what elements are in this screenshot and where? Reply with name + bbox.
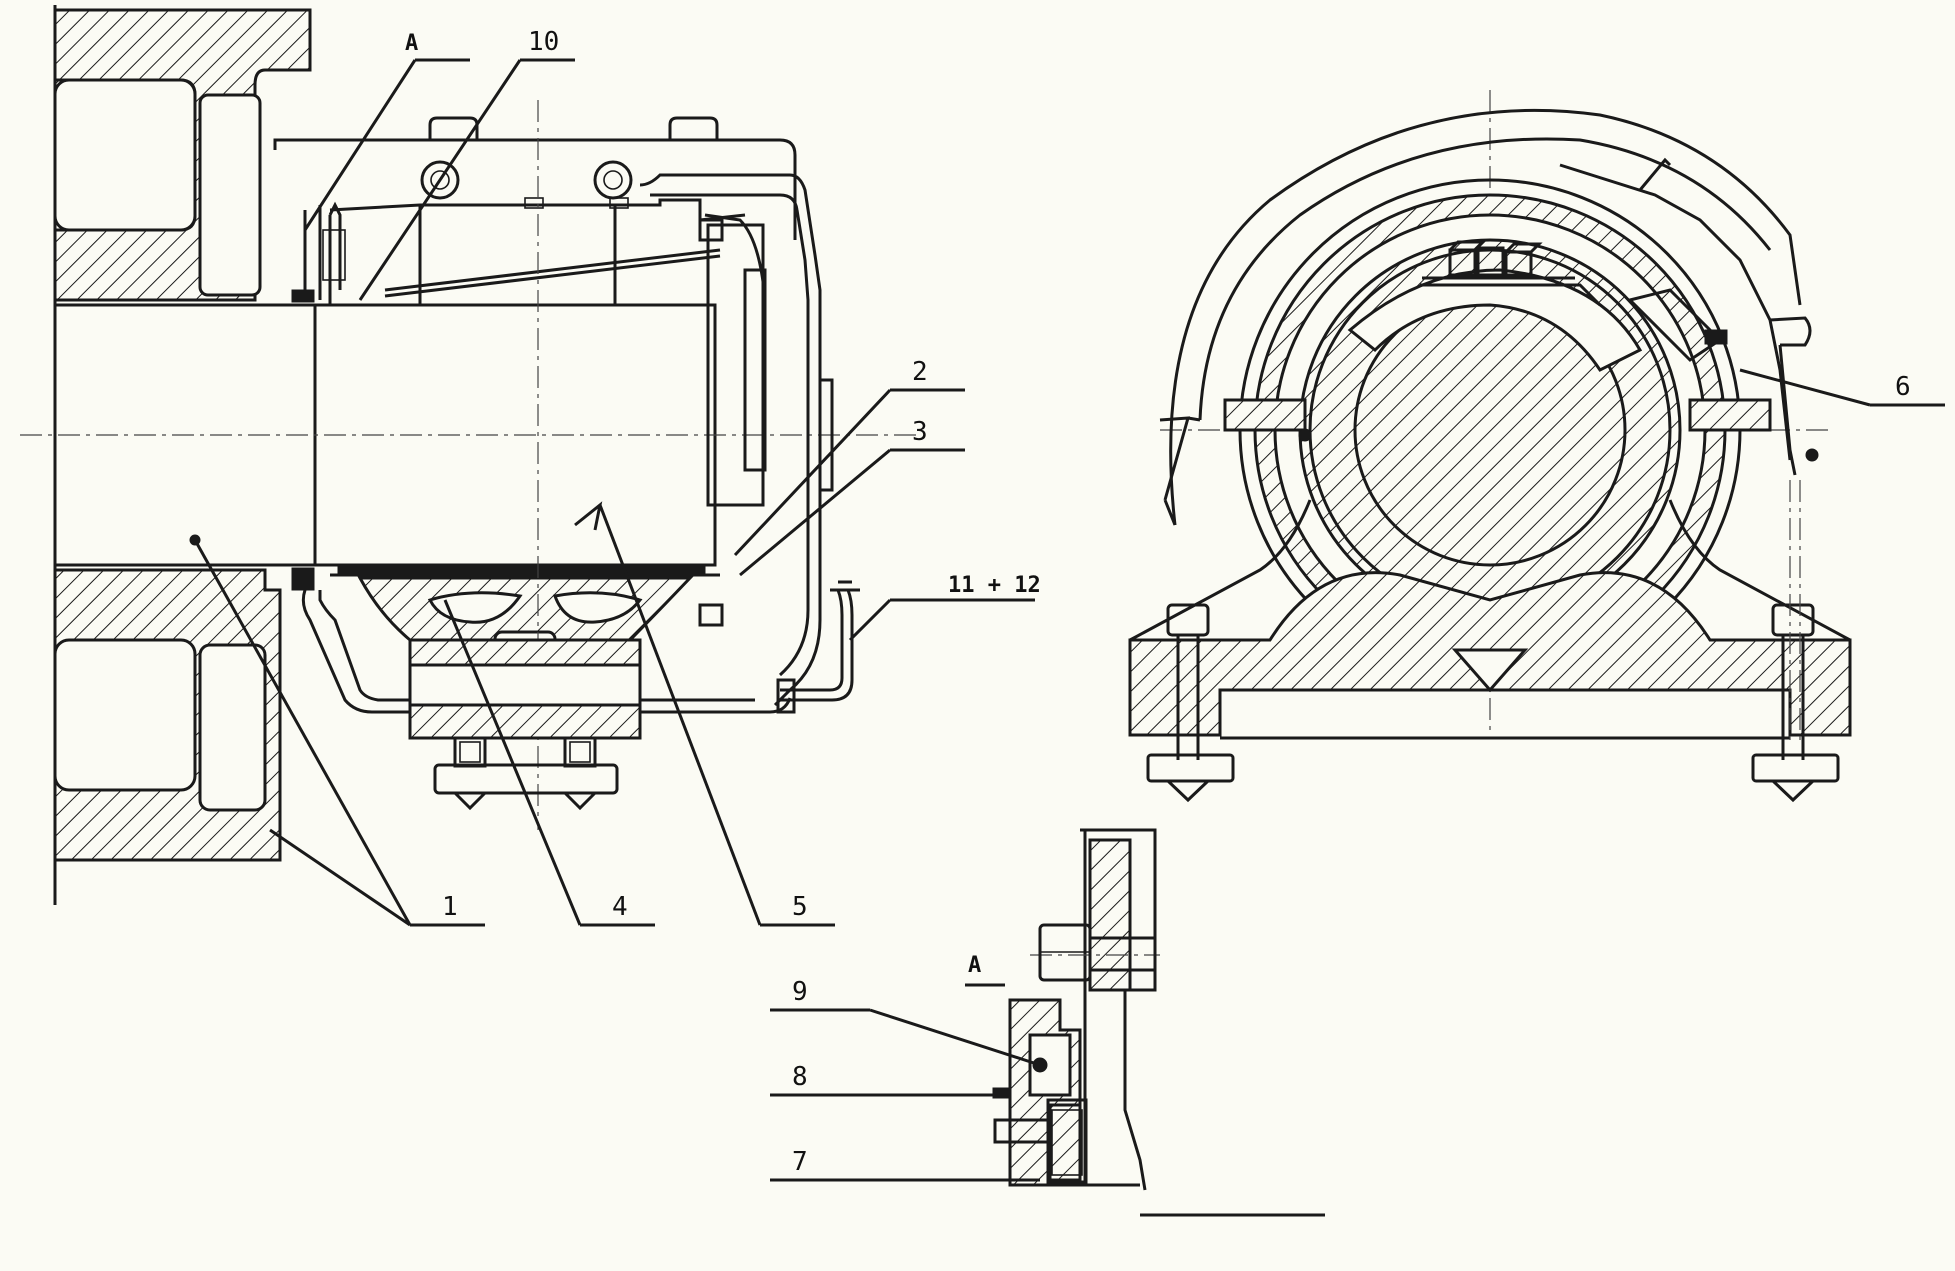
label-part-3: 3 xyxy=(912,417,928,447)
leader-lines xyxy=(193,58,1945,1182)
oil-pipe xyxy=(780,589,844,692)
label-part-4: 4 xyxy=(612,892,628,922)
label-part-6: 6 xyxy=(1895,372,1911,402)
foot-bolt-left xyxy=(1146,753,1235,783)
label-part-7: 7 xyxy=(792,1147,808,1177)
top-bolt-right xyxy=(593,160,633,200)
label-part-8: 8 xyxy=(792,1062,808,1092)
top-bolt-left xyxy=(420,160,460,200)
label-section-a-detail: A xyxy=(968,953,981,978)
side-section-view xyxy=(20,5,920,905)
housing-side-cover xyxy=(639,173,822,707)
foot-plate xyxy=(433,763,619,795)
label-part-1: 1 xyxy=(442,892,458,922)
label-part-10: 10 xyxy=(528,27,559,57)
foot-bolt-right xyxy=(1751,753,1840,783)
front-section-view xyxy=(1128,90,1852,803)
label-part-5: 5 xyxy=(792,892,808,922)
label-section-a-top: A xyxy=(405,31,418,56)
label-part-2: 2 xyxy=(912,357,928,387)
label-part-9: 9 xyxy=(792,977,808,1007)
label-part-11-12: 11 + 12 xyxy=(948,573,1041,598)
housing-top-cover xyxy=(273,138,797,240)
outer-cover-arc xyxy=(1169,108,1802,526)
detail-a-view xyxy=(992,828,1325,1217)
